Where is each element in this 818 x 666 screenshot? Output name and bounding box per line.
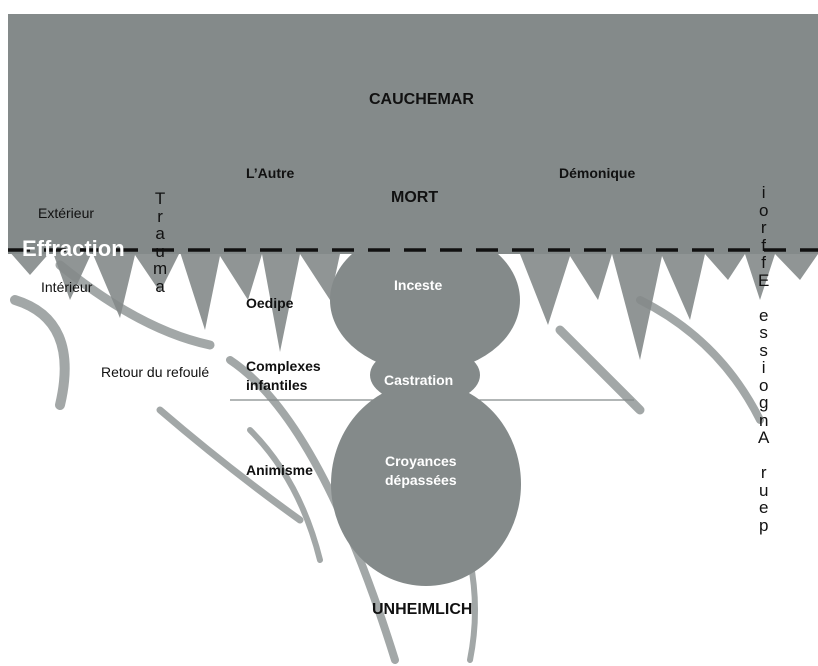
label-lautre: L’Autre (246, 165, 295, 181)
vertical-letter: o (758, 375, 769, 395)
croyances-oval (331, 382, 521, 586)
vertical-trauma: T r a u m a (153, 190, 167, 295)
vertical-letter: n (758, 410, 769, 430)
label-inceste: Inceste (394, 277, 443, 293)
trauma-letter: m (153, 259, 168, 278)
brush-streaks (10, 260, 764, 664)
vertical-letter: s (759, 323, 768, 342)
vertical-letter: o (758, 200, 769, 220)
label-depassees: dépassées (385, 472, 457, 488)
vertical-letter: g (758, 393, 769, 412)
label-interieur: Intérieur (41, 279, 93, 295)
vertical-letter: i (761, 358, 766, 377)
vertical-letter: f (761, 235, 767, 255)
vertical-letter: f (761, 253, 767, 272)
vertical-letter: A (758, 428, 770, 447)
brush-strokes (8, 250, 818, 360)
label-unheimlich: UNHEIMLICH (372, 601, 473, 618)
label-croyances: Croyances (385, 453, 457, 469)
trauma-letter: u (155, 241, 165, 261)
vertical-letter: E (758, 270, 770, 290)
vertical-letter: e (758, 305, 769, 325)
label-exterieur: Extérieur (38, 205, 95, 221)
trauma-letter: r (157, 206, 163, 226)
label-complexes: Complexes (246, 358, 321, 374)
vertical-letter: u (758, 480, 769, 500)
label-castration: Castration (384, 372, 454, 388)
label-oedipe: Oedipe (246, 295, 294, 311)
label-animisme: Animisme (246, 462, 313, 478)
vertical-letter: e (758, 498, 769, 517)
vertical-letter: i (761, 183, 766, 202)
trauma-letter: T (154, 189, 166, 208)
vertical-letter: s (759, 340, 768, 360)
trauma-letter: a (155, 276, 165, 296)
label-infantiles: infantiles (246, 377, 308, 393)
label-demonique: Démonique (559, 165, 636, 181)
vertical-letter: r (760, 218, 767, 237)
trauma-letter: a (155, 224, 165, 243)
label-effraction: Effraction (22, 236, 125, 261)
top-gray-band (8, 14, 818, 254)
inceste-circle (330, 228, 520, 372)
vertical-right-text: i o r f f E e s s i o g n A r u e p (758, 184, 769, 534)
vertical-letter: r (760, 463, 767, 482)
label-retour-du-refoule: Retour du refoulé (101, 364, 210, 380)
label-mort: MORT (391, 189, 439, 206)
vertical-letter: p (758, 515, 769, 535)
label-cauchemar: CAUCHEMAR (369, 91, 474, 108)
